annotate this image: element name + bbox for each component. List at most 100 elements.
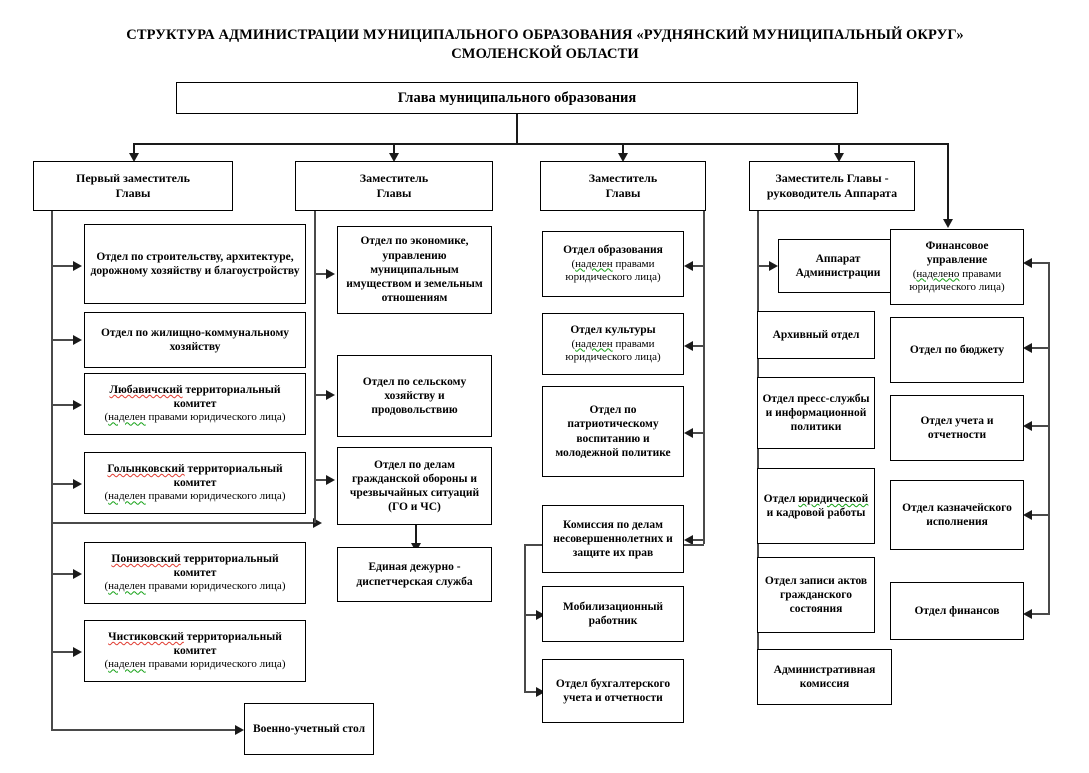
box-deputy-head-2[interactable]: Заместитель Главы xyxy=(295,161,493,211)
arrow-col1-box6 xyxy=(73,647,82,657)
box-head-of-municipality[interactable]: Глава муниципального образования xyxy=(176,82,858,114)
arrow-col1-box2 xyxy=(73,335,82,345)
box-archive-department[interactable]: Архивный отдел xyxy=(757,311,875,359)
arrow-col3-box1 xyxy=(684,261,693,271)
connector-col5-to-box2 xyxy=(1032,347,1050,349)
box-administration-apparatus[interactable]: Аппарат Администрации xyxy=(778,239,898,293)
box-dept-treasury-execution[interactable]: Отдел казначейского исполнения xyxy=(890,480,1024,550)
box-golynkovsky-committee[interactable]: Голынковский территориальный комитет (на… xyxy=(84,452,306,514)
connector-col1-to-box2 xyxy=(51,339,75,341)
box-dept-legal-hr[interactable]: Отдел юридической и кадровой работы xyxy=(757,468,875,544)
connector-col5-spine xyxy=(1048,262,1050,614)
box-military-registration-desk-label: Военно-учетный стол xyxy=(252,722,366,735)
box-dept-construction-label: Отдел по строительству, архитектуре, дор… xyxy=(90,250,300,277)
box-deputy-head-3[interactable]: Заместитель Главы xyxy=(540,161,706,211)
box-unified-duty-dispatch-label: Единая дежурно - диспетчерская служба xyxy=(356,561,473,588)
chart-title: СТРУКТУРА АДМИНИСТРАЦИИ МУНИЦИПАЛЬНОГО О… xyxy=(60,26,1030,64)
box-civil-registry-office[interactable]: Отдел записи актов гражданского состояни… xyxy=(757,557,875,633)
box-dept-construction[interactable]: Отдел по строительству, архитектуре, дор… xyxy=(84,224,306,304)
connector-bus xyxy=(133,143,947,145)
arrow-col3-box3 xyxy=(684,428,693,438)
connector-col2-to-box2 xyxy=(314,394,328,396)
connector-bus-to-deputy-1 xyxy=(133,143,135,157)
box-dept-economy-property-land[interactable]: Отдел по экономике, управлению муниципал… xyxy=(337,226,492,314)
box-dept-civil-defense-label: Отдел по делам гражданской обороны и чре… xyxy=(349,458,480,514)
connector-col3-left-spine xyxy=(524,544,526,692)
arrow-to-deputy-3 xyxy=(618,153,628,162)
connector-col1-to-box3 xyxy=(51,404,75,406)
box-ponizovsky-name: Понизовский xyxy=(111,553,181,565)
box-finance-department[interactable]: Финансовое управление (наделено правами … xyxy=(890,229,1024,305)
box-finance-sub: правами юридического лица xyxy=(909,267,1002,294)
box-first-deputy-head-line1: Первый заместитель xyxy=(76,171,190,185)
box-military-registration-desk[interactable]: Военно-учетный стол xyxy=(244,703,374,755)
arrow-col1-box3 xyxy=(73,400,82,410)
arrow-col3-box6 xyxy=(536,687,545,697)
box-first-deputy-head[interactable]: Первый заместитель Главы xyxy=(33,161,233,211)
box-dept-accounting-reporting[interactable]: Отдел бухгалтерского учета и отчетности xyxy=(542,659,684,723)
connector-bus-to-deputy-2 xyxy=(393,143,395,157)
box-chistikovsky-suffix: территориальный комитет xyxy=(173,631,282,658)
box-dept-agriculture-food[interactable]: Отдел по сельскому хозяйству и продоволь… xyxy=(337,355,492,437)
box-deputy-head-chief-of-staff[interactable]: Заместитель Главы - руководитель Аппарат… xyxy=(749,161,915,211)
box-finance-department-label: Финансовое управление xyxy=(925,240,989,267)
connector-col3-to-box2 xyxy=(693,345,704,347)
box-dept-housing-utilities[interactable]: Отдел по жилищно-коммунальному хозяйству xyxy=(84,312,306,368)
box-commission-minors-affairs[interactable]: Комиссия по делам несовершеннолетних и з… xyxy=(542,505,684,573)
box-chistikovsky-sub: правами юридического лица xyxy=(145,658,282,671)
connector-col3-to-box1 xyxy=(693,265,704,267)
box-mobilization-worker-label: Мобилизационный работник xyxy=(562,600,664,627)
box-unified-duty-dispatch-service[interactable]: Единая дежурно - диспетчерская служба xyxy=(337,547,492,602)
connector-col5-to-box3 xyxy=(1032,425,1050,427)
box-dept-budget[interactable]: Отдел по бюджету xyxy=(890,317,1024,383)
box-lyubavichsky-sub: правами юридического лица xyxy=(145,411,282,424)
box-dept-civil-defense-emergency[interactable]: Отдел по делам гражданской обороны и чре… xyxy=(337,447,492,525)
box-dept-culture[interactable]: Отдел культуры (наделен правами юридичес… xyxy=(542,313,684,375)
connector-col3-to-box4 xyxy=(693,539,704,541)
box-mobilization-worker[interactable]: Мобилизационный работник xyxy=(542,586,684,642)
arrow-col5-box3 xyxy=(1023,421,1032,431)
box-dept-agriculture-label: Отдел по сельскому хозяйству и продоволь… xyxy=(362,375,467,417)
connector-col3-to-box5 xyxy=(524,614,538,616)
box-dept-economy-label: Отдел по экономике, управлению муниципал… xyxy=(346,235,483,305)
box-lyubavichsky-committee[interactable]: Любавичский территориальный комитет (над… xyxy=(84,373,306,435)
arrow-col5-box2 xyxy=(1023,343,1032,353)
box-chistikovsky-committee[interactable]: Чистиковский территориальный комитет (на… xyxy=(84,620,306,682)
box-ponizovsky-committee[interactable]: Понизовский территориальный комитет (над… xyxy=(84,542,306,604)
box-dept-culture-sub: правами юридического лица xyxy=(565,337,657,364)
box-ponizovsky-sub: правами юридического лица xyxy=(145,580,282,593)
box-dept-accounting-statements[interactable]: Отдел учета и отчетности xyxy=(890,395,1024,461)
connector-bus-to-deputy-4 xyxy=(838,143,840,157)
box-golynkovsky-sub-marked: наделен xyxy=(108,490,146,503)
box-administrative-commission[interactable]: Административная комиссия xyxy=(757,649,892,705)
connector-head-stem xyxy=(516,114,518,144)
box-dept-accounting-label: Отдел бухгалтерского учета и отчетности xyxy=(555,677,671,704)
box-administration-apparatus-label: Аппарат Администрации xyxy=(795,252,881,279)
arrow-col1-box5 xyxy=(73,569,82,579)
box-deputy-head-4-line1: Заместитель Главы - xyxy=(775,171,889,185)
connector-col1-to-box1 xyxy=(51,265,75,267)
connector-col5-to-box4 xyxy=(1032,514,1050,516)
box-dept-education[interactable]: Отдел образования (наделен правами юриди… xyxy=(542,231,684,297)
connector-col5-to-box1 xyxy=(1032,262,1050,264)
box-dept-finance[interactable]: Отдел финансов xyxy=(890,582,1024,640)
box-dept-patriotic-youth-policy[interactable]: Отдел по патриотическому воспитанию и мо… xyxy=(542,386,684,477)
connector-col3-spine xyxy=(703,211,705,544)
connector-col2-to-box3 xyxy=(314,479,328,481)
arrow-col3-box2 xyxy=(684,341,693,351)
arrow-to-deputy-2 xyxy=(389,153,399,162)
box-dept-housing-utilities-label: Отдел по жилищно-коммунальному хозяйству xyxy=(100,326,290,353)
box-dept-patriotic-label: Отдел по патриотическому воспитанию и мо… xyxy=(555,404,671,459)
box-head-label: Глава муниципального образования xyxy=(397,90,637,106)
box-deputy-head-3-line2: Главы xyxy=(605,186,641,200)
box-dept-accounting-statements-label: Отдел учета и отчетности xyxy=(920,414,994,441)
connector-col1-to-box5 xyxy=(51,573,75,575)
box-dept-press-info-policy[interactable]: Отдел пресс-службы и информационной поли… xyxy=(757,377,875,449)
arrow-col2-box3 xyxy=(326,475,335,485)
chart-title-line2: СМОЛЕНСКОЙ ОБЛАСТИ xyxy=(451,46,639,62)
connector-col1-to-col2 xyxy=(51,522,315,524)
arrow-col4-box1 xyxy=(769,261,778,271)
box-dept-education-label: Отдел образования xyxy=(563,244,663,257)
box-dept-legal-hr-post: и кадровой работы xyxy=(766,507,866,519)
connector-col1-to-military-desk xyxy=(51,729,237,731)
